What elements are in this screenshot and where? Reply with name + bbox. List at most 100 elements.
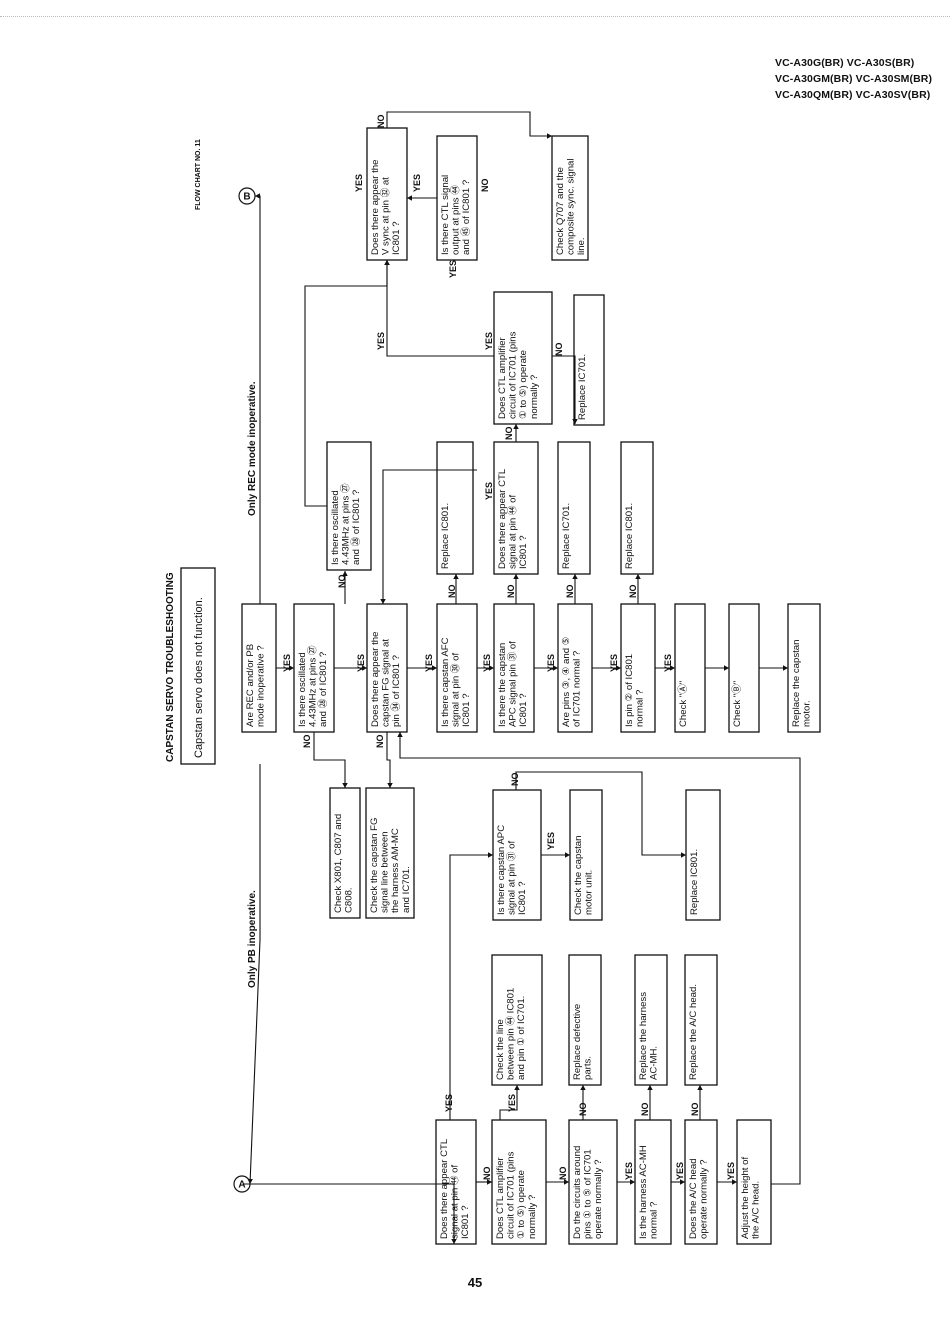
node-rep_ic701_pins: Replace IC701. [557,441,591,575]
node-text: Replace IC801. [689,849,700,915]
node-text: Is there the capstan [497,643,508,727]
label-no: NO [578,1103,588,1117]
node-text: and ㉘ of IC801 ? [351,490,362,565]
arrowhead [681,852,686,858]
edge-3 [313,732,346,788]
node-text: 4.43MHz at pins ㉗ [341,483,352,565]
chart-number-label: FLOW CHART NO. 11 [195,139,202,210]
arrowhead [783,665,788,671]
node-text: Replace the A/C head. [688,984,699,1080]
node-text: Replace IC801. [440,503,451,569]
node-text: pin ㉞ of IC801 ? [391,655,402,727]
node-text: Is there capstan APC [496,825,507,915]
node-text: and pin ① of IC701. [516,996,527,1080]
node-text: circuit of IC701 (pins [506,1151,517,1239]
edge-27 [243,1183,455,1244]
label-yes: YES [376,332,386,350]
arrowhead [384,260,390,265]
label-yes: YES [484,332,494,350]
node-text: signal at pin ㊹ of [508,495,519,569]
chart-title: CAPSTAN SERVO TROUBLESHOOTING [165,572,176,762]
node-text: IC801 ? [518,693,529,727]
label-no: NO [690,1103,700,1117]
node-text: output at pins ㊹ [451,185,462,255]
node-rep_ic801_a: Replace IC801. [685,789,721,921]
node-text: of IC701 normal ? [572,651,583,727]
node-text: Do the circuits around [572,1146,583,1239]
arrowhead [547,133,552,139]
node-text: Does there appear the [370,160,381,255]
label-yes: YES [448,260,458,278]
arrowhead [724,665,729,671]
node-text: Check X801, C807 and [333,814,344,913]
node-text: APC signal pin ㉛ of [508,641,519,727]
label-yes: YES [282,654,292,672]
node-text: Does there appear CTL [497,468,508,569]
edge-5 [386,732,391,788]
label-yes: YES [546,832,556,850]
node-text: signal at pin ㉚ of [451,653,462,727]
edge-37 [449,854,493,1120]
node-chk_b: Check "Ⓑ" [728,603,760,733]
label-no: NO [506,585,516,599]
arrowhead [553,665,558,671]
label-no: NO [447,585,457,599]
node-text: Check the capstan FG [369,818,380,913]
node-text: IC801 ? [518,535,529,569]
node-text: Does there appear the [370,632,381,727]
node-text: Is there oscillated [297,652,308,727]
node-text: Does there appear CTL [439,1138,450,1239]
arrowhead [247,1178,253,1184]
node-text: IC801 ? [517,881,528,915]
label-yes: YES [356,654,366,672]
label-yes: YES [484,482,494,500]
node-text: Is pin ② of IC801 [624,654,635,727]
node-text: Does the A/C head [688,1158,699,1239]
node-text: 4.43MHz at pins ㉗ [308,645,319,727]
label-no: NO [376,115,386,129]
label-yes: YES [546,654,556,672]
node-text: parts. [583,1056,594,1080]
node-text: operate normally ? [593,1160,604,1239]
arrowhead [513,574,519,579]
arrowhead [342,783,348,788]
node-text: Check Q707 and the [555,167,566,255]
label-no: NO [482,1167,492,1181]
node-rep_ic801_pin2: Replace IC801. [620,441,654,575]
node-text: Is there capstan AFC [440,637,451,727]
node-text: Replace the capstan [791,640,802,727]
section-pb-label: Only PB inoperative. [247,890,258,988]
node-text: Replace the harness [638,992,649,1080]
node-text: Check the line [495,1019,506,1080]
arrowhead [387,783,393,788]
edge-0 [249,764,261,1185]
node-text: Check the capstan [573,836,584,915]
node-text: signal at pin ㊹ of [450,1165,461,1239]
node-text: normal ? [649,1202,660,1239]
node-text: Is the harness AC-MH [638,1145,649,1239]
label-no: NO [504,427,514,441]
arrowhead [616,665,621,671]
arrowhead [255,193,260,199]
node-text: IC801 ? [391,221,402,255]
arrowhead [432,665,437,671]
arrowhead [697,1085,703,1090]
node-text: normally ? [529,375,540,419]
node-text: and ㉘ of IC801 ? [318,652,329,727]
node-text: Are pins ③, ④ and ⑤ [561,636,572,727]
arrowhead [397,732,403,737]
node-text: normal ? [635,690,646,727]
label-yes: YES [663,654,673,672]
arrowhead [380,599,386,604]
node-text: mode inoperative ? [256,645,267,727]
arrowhead [732,1179,737,1185]
node-text: the harness AM-MC [390,828,401,913]
